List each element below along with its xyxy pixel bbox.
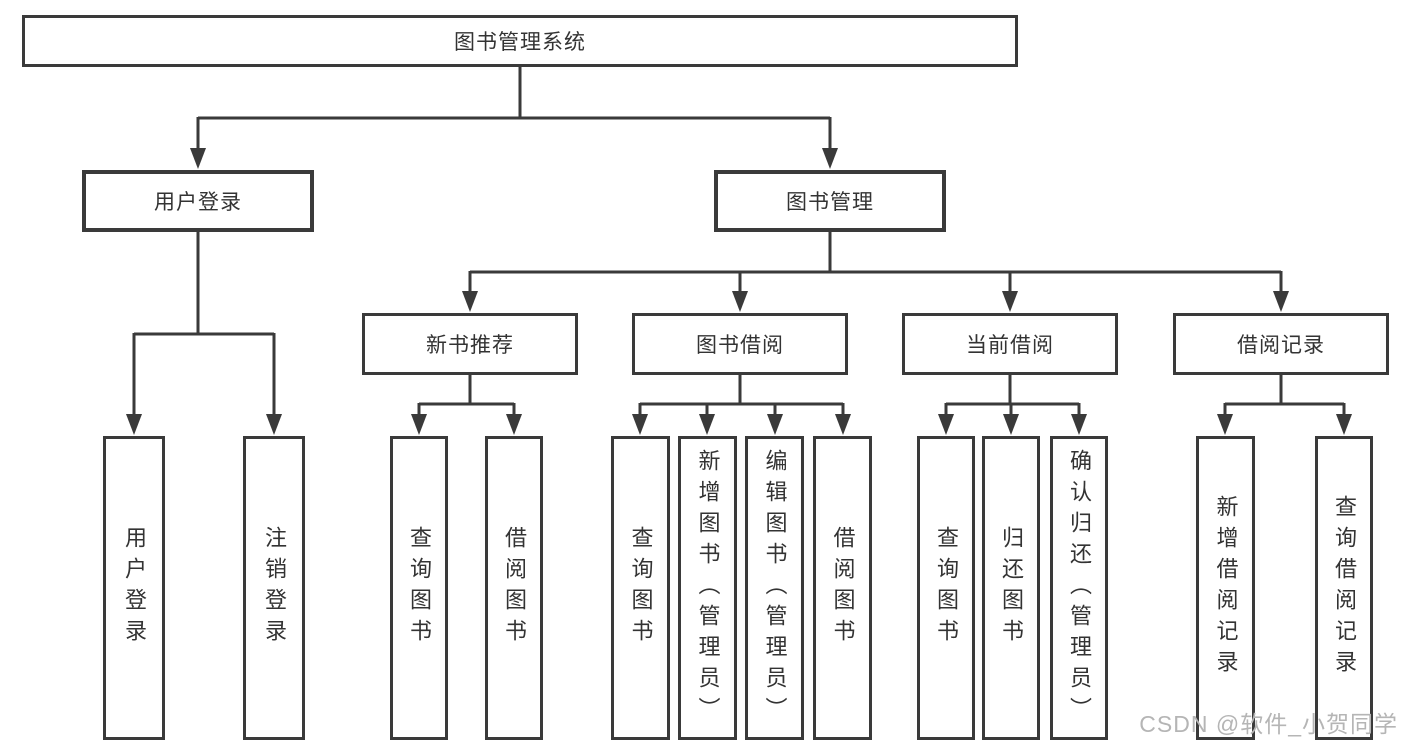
leaf-label: 新增图书（管理员） [695,448,721,728]
leaf-label: 查询图书 [934,526,959,650]
leaf-borrow-books: 借阅图书 [813,436,872,740]
leaf-borrow-books-recommend: 借阅图书 [485,436,543,740]
node-borrow-records: 借阅记录 [1173,313,1389,375]
leaf-query-books-borrow: 查询图书 [611,436,670,740]
leaf-return-books: 归还图书 [982,436,1040,740]
leaf-edit-books-admin: 编辑图书（管理员） [745,436,804,740]
leaf-add-books-admin: 新增图书（管理员） [678,436,737,740]
leaf-label: 查询图书 [407,526,432,650]
leaf-logout: 注销登录 [243,436,305,740]
leaf-label: 归还图书 [999,526,1024,650]
leaf-query-books-current: 查询图书 [917,436,975,740]
leaf-user-login: 用户登录 [103,436,165,740]
node-book-management: 图书管理 [714,170,946,232]
node-new-book-recommend: 新书推荐 [362,313,578,375]
leaf-label: 注销登录 [262,526,287,650]
node-current-borrow: 当前借阅 [902,313,1118,375]
leaf-label: 查询借阅记录 [1332,495,1357,681]
leaf-add-borrow-record: 新增借阅记录 [1196,436,1255,740]
node-root: 图书管理系统 [22,15,1018,67]
leaf-label: 编辑图书（管理员） [762,448,788,728]
leaf-query-books-recommend: 查询图书 [390,436,448,740]
leaf-label: 确认归还（管理员） [1067,448,1092,728]
leaf-label: 用户登录 [122,526,147,650]
csdn-watermark: CSDN @软件_小贺同学 [1139,711,1398,737]
leaf-label: 新增借阅记录 [1213,495,1239,681]
node-user-login: 用户登录 [82,170,314,232]
node-book-borrow: 图书借阅 [632,313,848,375]
leaf-confirm-return-admin: 确认归还（管理员） [1050,436,1108,740]
leaf-label: 借阅图书 [830,526,856,650]
leaf-query-borrow-record: 查询借阅记录 [1315,436,1373,740]
leaf-label: 查询图书 [628,526,654,650]
leaf-label: 借阅图书 [502,526,527,650]
